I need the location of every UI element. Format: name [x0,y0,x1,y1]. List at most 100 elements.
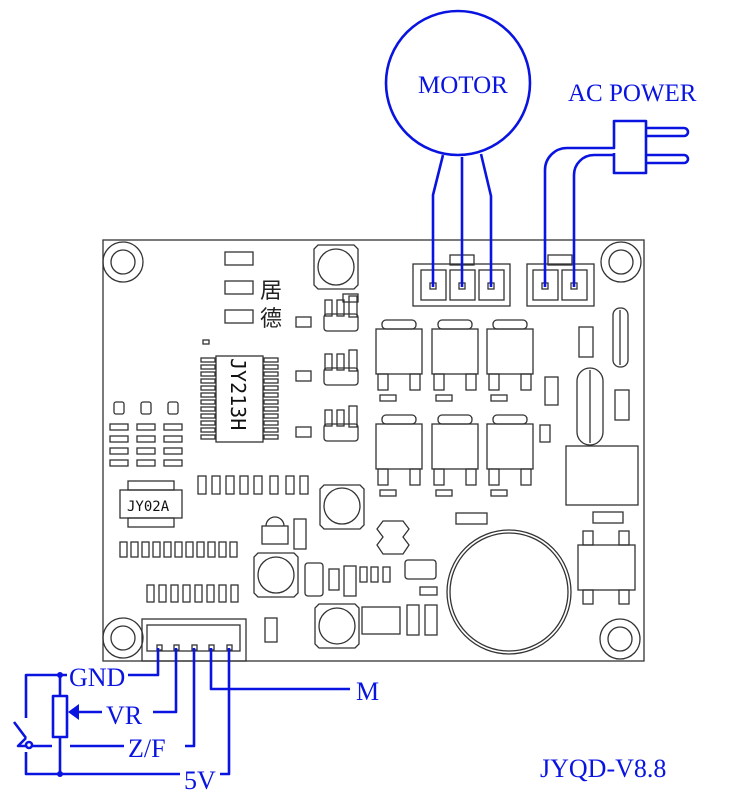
pcb-pad [486,423,534,470]
pcb-pad [336,409,345,427]
pcb-pad [375,423,423,470]
pcb-pad [136,447,156,455]
pcb-pad [200,413,216,419]
pcb-pad [167,401,179,415]
pcb-pad [263,406,279,412]
mounting-hole-tr [600,241,642,283]
gnd-rail [24,673,67,718]
pcb-pad [486,328,534,375]
pcb-pad [379,394,397,402]
pcb-pad [431,423,479,470]
pot-wiper-arrow [68,704,79,720]
chip-main-label: JY213H [226,358,250,430]
inductor-top [313,244,359,290]
pcb-pad [263,392,279,398]
pcb-pad [465,373,477,391]
pcb-pad [211,475,221,495]
chip-jy02a [119,480,183,528]
pcb-pad [336,299,345,317]
pcb-pad [323,313,359,332]
pcb-pad [492,319,528,330]
zf-wire [185,648,196,748]
pcb-pad [377,468,389,486]
pcb-pad [437,319,473,330]
motor-label: MOTOR [418,72,508,99]
pcb-pad [285,475,295,495]
pcb-pad [200,357,216,363]
pcb-pad [218,584,227,603]
ac-power-label: AC POWER [568,80,697,107]
motor-wire-1 [431,154,445,287]
pcb-pad [225,475,235,495]
pcb-pad [520,373,532,391]
pcb-pad [263,378,279,384]
pcb-pad [194,584,203,603]
switch-icon [12,721,124,750]
pcb-pad [109,447,129,455]
5v-rail [24,752,180,776]
pcb-pad [200,371,216,377]
pcb-pad [136,459,156,467]
pcb-pad [196,541,205,558]
pcb-pad [230,584,239,603]
pcb-pad [379,489,397,497]
m-wire [209,648,350,691]
pcb-pad [206,584,215,603]
pcb-pad [200,399,216,405]
silkscreen-cjk-2: 德 [260,307,282,332]
pcb-pad [170,584,179,603]
potentiometer-icon [51,694,69,739]
pcb-pad [323,423,359,442]
pcb-pad [295,370,312,382]
5v-label: 5V [184,766,216,795]
pcb-pad [348,295,358,318]
gnd-label: GND [69,663,125,692]
pcb-pad [207,541,216,558]
pcb-pad [377,373,389,391]
ac-plug-icon [543,119,690,287]
pcb-pad [239,475,249,495]
pcb-pad [348,405,358,428]
pcb-pad [375,328,423,375]
pcb-pad [492,414,528,425]
chip-pins [200,357,279,440]
motor-wire-3 [479,153,493,287]
pcb-pad [200,385,216,391]
motor-icon [384,9,532,157]
pcb-pad [324,299,333,317]
pcb-pad [263,427,279,433]
pcb-pad [200,364,216,370]
pcb-pad [488,468,500,486]
pcb-pad [295,426,312,438]
mounting-hole-br [599,618,641,660]
mosfet-array [375,319,534,497]
pcb-pad [409,468,421,486]
right-components [539,307,639,605]
pcb-pad [185,541,194,558]
pcb-pad [263,364,279,370]
pcb-pad [263,420,279,426]
pcb-pad [435,394,453,402]
pcb-pad [119,541,128,558]
vr-wire [153,648,178,714]
pcb-pad [295,316,312,328]
pcb-pad [200,406,216,412]
pcb-pad [381,319,417,330]
resistor-rows [119,475,309,603]
pcb-pad [490,489,508,497]
pcb-pad [182,584,191,603]
pcb-pad [163,423,183,431]
pcb-pad [163,447,183,455]
pcb-pad [324,409,333,427]
pcb-pad [381,414,417,425]
pcb-pad [140,401,152,415]
pcb-pad [409,373,421,391]
pcb-pad [200,392,216,398]
pcb-pad [465,468,477,486]
middle-lower-components [253,484,438,649]
pcb-pad [163,459,183,467]
pcb-pad [348,349,358,372]
pcb-pad [323,367,359,386]
pcb-pad [130,541,139,558]
